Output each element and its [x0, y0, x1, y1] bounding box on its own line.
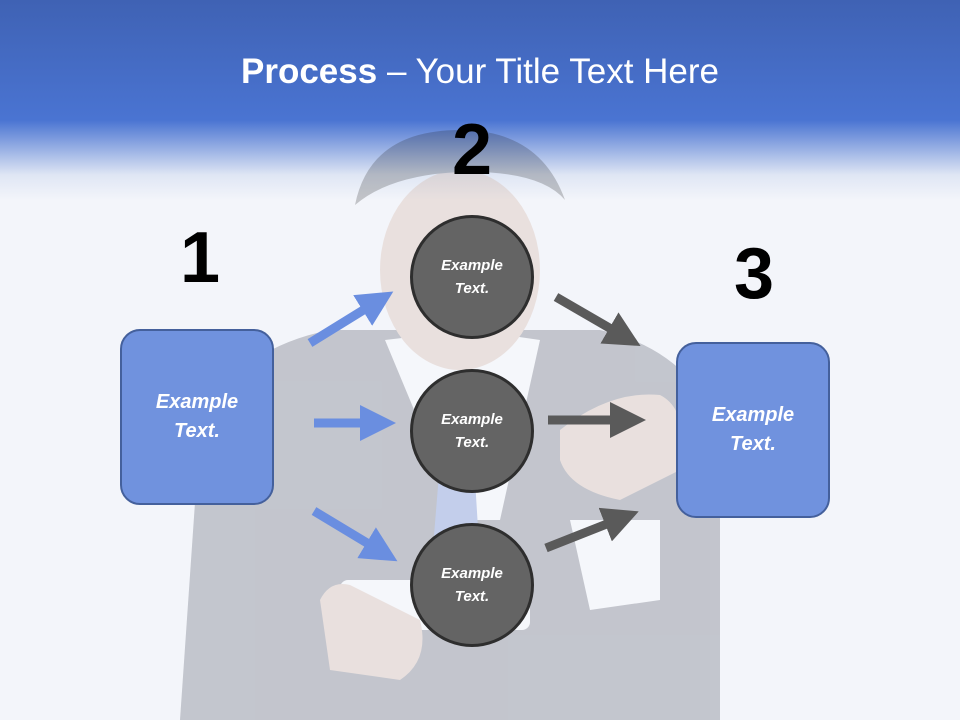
step-number-2: 2	[451, 110, 493, 190]
arrow-left-to-top	[307, 291, 394, 347]
title-bold: Process	[241, 52, 378, 91]
process-circle-top: Example Text.	[410, 215, 534, 339]
step-number-3: 3	[733, 234, 775, 314]
process-circle-bottom: Example Text.	[410, 523, 534, 647]
process-circle-middle: Example Text.	[410, 369, 534, 493]
right-process-box: Example Text.	[676, 342, 830, 518]
arrow-left-to-bottom	[311, 507, 398, 562]
step-number-1: 1	[179, 218, 221, 298]
arrow-top-to-right	[553, 293, 641, 347]
title-rest: – Your Title Text Here	[377, 52, 719, 91]
arrow-bottom-to-right	[544, 507, 639, 553]
left-box-text: Example Text.	[155, 391, 239, 442]
left-process-box: Example Text.	[120, 329, 274, 505]
right-box-text: Example Text.	[711, 404, 795, 455]
slide-title: Process – Your Title Text Here	[0, 52, 960, 92]
header-band	[0, 0, 960, 200]
circle-top-text: Example Text.	[441, 257, 503, 297]
circle-middle-text: Example Text.	[441, 411, 503, 451]
circle-bottom-text: Example Text.	[441, 565, 503, 605]
